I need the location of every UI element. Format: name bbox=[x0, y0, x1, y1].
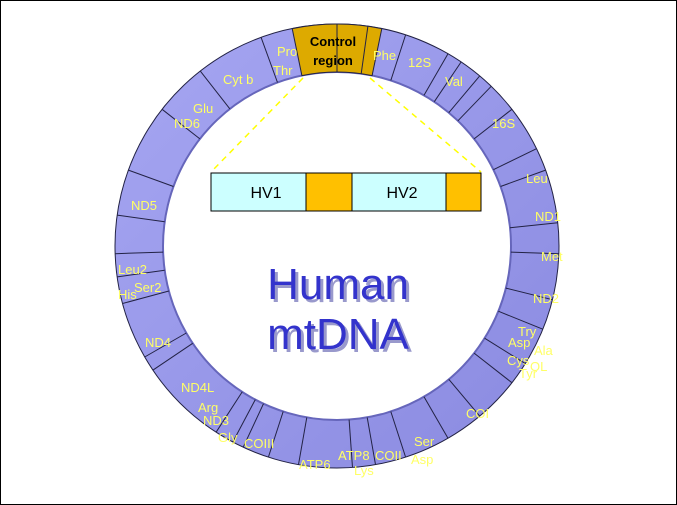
ring-body bbox=[114, 23, 560, 469]
gene-label: Phe bbox=[373, 48, 396, 63]
gene-dividers bbox=[115, 24, 559, 468]
gene-label: Pro bbox=[277, 44, 297, 59]
gene-label: Ala bbox=[534, 343, 554, 358]
title-line1-shadow: Human bbox=[270, 263, 412, 312]
hv1-label: HV1 bbox=[250, 185, 281, 202]
segment-divider bbox=[500, 169, 546, 187]
segment-divider bbox=[128, 169, 174, 187]
segment-divider bbox=[509, 222, 558, 229]
spacer-1 bbox=[305, 172, 353, 212]
spacer-2 bbox=[445, 172, 482, 212]
control-region-line1: Control bbox=[310, 34, 356, 49]
segment-divider bbox=[215, 391, 243, 433]
segment-divider bbox=[117, 269, 165, 278]
segment-divider bbox=[267, 411, 284, 458]
segment-divider bbox=[423, 396, 449, 439]
segment-divider bbox=[115, 251, 164, 255]
gene-label: Arg bbox=[198, 400, 218, 415]
gene-label: 16S bbox=[492, 116, 515, 131]
hv2-box bbox=[351, 172, 447, 212]
segment-divider bbox=[457, 85, 492, 122]
gene-label: Leu bbox=[526, 171, 548, 186]
segment-divider bbox=[493, 148, 537, 171]
segment-divider bbox=[298, 417, 308, 465]
gene-label: 12S bbox=[408, 55, 431, 70]
ring-inner-shadow bbox=[162, 71, 513, 421]
segment-divider bbox=[473, 352, 513, 384]
segment-divider bbox=[161, 108, 201, 140]
gene-label: ND5 bbox=[131, 198, 157, 213]
segment-divider bbox=[423, 53, 449, 96]
segment-divider bbox=[505, 287, 553, 301]
segment-divider bbox=[348, 419, 353, 468]
gene-label: COII bbox=[375, 448, 402, 463]
gene-label: ATP6 bbox=[299, 457, 331, 472]
segment-divider bbox=[360, 26, 369, 74]
gene-label: Leu2 bbox=[118, 262, 147, 277]
gene-label: Met bbox=[541, 249, 563, 264]
segment-divider bbox=[144, 332, 187, 358]
segment-divider bbox=[484, 337, 526, 365]
gene-label: Asp bbox=[411, 452, 433, 467]
control-region-line2: region bbox=[313, 53, 353, 68]
segment-divider bbox=[122, 290, 170, 304]
segment-divider bbox=[390, 411, 407, 458]
title-line2: mtDNA bbox=[267, 310, 409, 359]
gene-label: Glu bbox=[193, 101, 213, 116]
gene-label: COI bbox=[466, 406, 489, 421]
gene-label: Lys bbox=[354, 463, 374, 478]
segment-divider bbox=[473, 108, 513, 140]
gene-label: OL bbox=[530, 359, 547, 374]
gene-label: Gly bbox=[218, 430, 238, 445]
gene-label: Tyr bbox=[519, 366, 538, 381]
gene-label: Cyt b bbox=[223, 72, 253, 87]
segment-divider bbox=[232, 399, 256, 443]
segment-divider bbox=[117, 214, 165, 223]
segment-divider bbox=[390, 34, 407, 81]
gene-label: ND4L bbox=[181, 380, 214, 395]
gene-label: His bbox=[118, 287, 137, 302]
gene-label: ND4 bbox=[145, 335, 171, 350]
gene-label: Asp bbox=[508, 335, 530, 350]
title-line2-shadow: mtDNA bbox=[270, 313, 412, 362]
gene-label: COIII bbox=[244, 436, 274, 451]
segment-divider bbox=[448, 378, 481, 417]
gene-label: ATP8 bbox=[338, 448, 370, 463]
segment-divider bbox=[260, 37, 278, 83]
title-line1: Human bbox=[267, 260, 409, 309]
mtdna-ring bbox=[114, 23, 560, 469]
hv-box: HV1 HV2 bbox=[210, 172, 482, 212]
gene-label: Cys bbox=[507, 353, 530, 368]
gene-label: Ser bbox=[414, 434, 435, 449]
segment-divider bbox=[242, 403, 264, 448]
gene-label: Ser2 bbox=[134, 280, 161, 295]
gene-label: ND3 bbox=[203, 413, 229, 428]
hv1-box bbox=[210, 172, 307, 212]
gene-label: Try bbox=[518, 324, 537, 339]
hv2-label: HV2 bbox=[386, 185, 417, 202]
gene-label: ND1 bbox=[535, 209, 561, 224]
gene-label: ND6 bbox=[174, 116, 200, 131]
segment-divider bbox=[366, 417, 376, 465]
segment-divider bbox=[498, 310, 543, 330]
gene-label: ND2 bbox=[533, 291, 559, 306]
gene-label: Thr bbox=[273, 63, 293, 78]
segment-divider bbox=[448, 75, 481, 114]
dashed-right bbox=[369, 77, 482, 173]
segment-divider bbox=[510, 251, 559, 255]
segment-divider bbox=[433, 61, 462, 102]
gene-label: Val bbox=[445, 74, 463, 89]
gene-labels: Pro Thr Phe 12S Cyt b Val Glu ND6 16S Le… bbox=[118, 44, 563, 478]
segment-divider bbox=[152, 342, 193, 371]
segment-divider bbox=[199, 70, 231, 110]
